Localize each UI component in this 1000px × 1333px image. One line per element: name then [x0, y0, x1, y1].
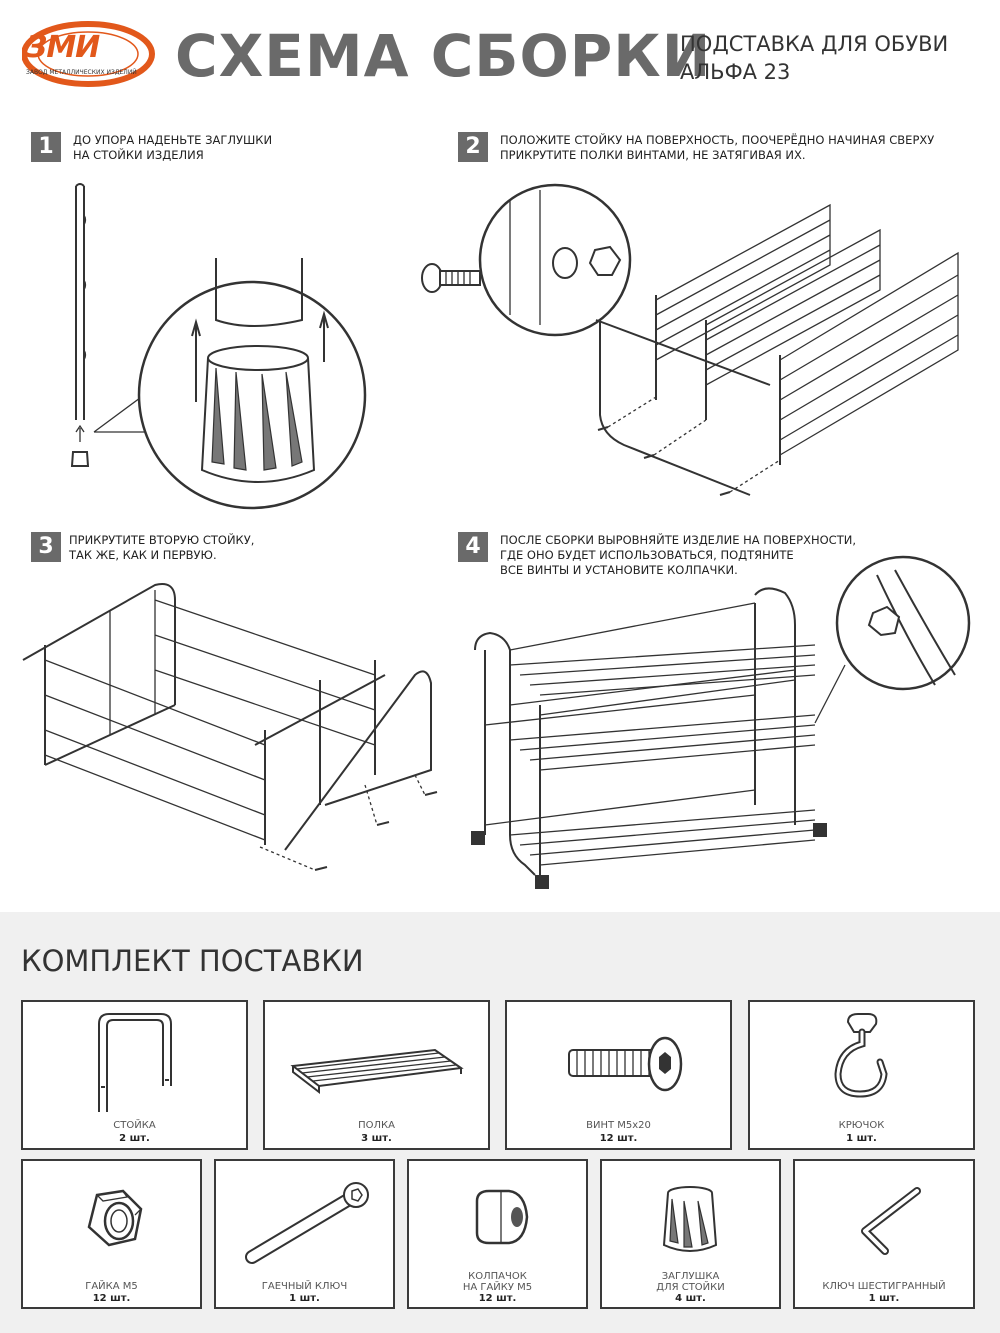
hex-key-icon	[861, 1187, 921, 1255]
kit-item-cap: КОЛПАЧОК НА ГАЙКУ М5 12 шт.	[407, 1159, 588, 1309]
step-4-number: 4	[458, 532, 488, 562]
kit-item-name: КОЛПАЧОК	[468, 1271, 527, 1282]
step-2-illustration	[421, 183, 959, 496]
kit-item-name: СТОЙКА	[113, 1120, 156, 1131]
step-2-text-line1: ПОЛОЖИТЕ СТОЙКУ НА ПОВЕРХНОСТЬ, ПООЧЕРЁД…	[500, 133, 935, 147]
product-type: ПОДСТАВКА ДЛЯ ОБУВИ	[680, 32, 949, 56]
kit-item-qty: 4 шт.	[675, 1293, 706, 1304]
kit-item-name-2: НА ГАЙКУ М5	[462, 1282, 533, 1293]
kit-item-nut: ГАЙКА М5 12 шт.	[21, 1159, 202, 1309]
plug-icon	[662, 1186, 718, 1252]
step-3-text-line1: ПРИКРУТИТЕ ВТОРУЮ СТОЙКУ,	[69, 533, 255, 547]
cap-icon	[475, 1189, 529, 1245]
step-4-text-line3: ВСЕ ВИНТЫ И УСТАНОВИТЕ КОЛПАЧКИ.	[500, 563, 738, 577]
kit-item-qty: 3 шт.	[361, 1133, 392, 1144]
kit-item-name: ВИНТ М5х20	[586, 1120, 651, 1131]
kit-item-plug: ЗАГЛУШКА ДЛЯ СТОЙКИ 4 шт.	[600, 1159, 781, 1309]
kit-item-name: ПОЛКА	[358, 1120, 395, 1131]
logo-icon	[22, 21, 155, 87]
kit-item-qty: 12 шт.	[92, 1293, 131, 1304]
step-2-text-line2: ПРИКРУТИТЕ ПОЛКИ ВИНТАМИ, НЕ ЗАТЯГИВАЯ И…	[500, 148, 806, 162]
step-1-text-line2: НА СТОЙКИ ИЗДЕЛИЯ	[73, 148, 204, 162]
step-3-number: 3	[31, 532, 61, 562]
kit-item-qty: 12 шт.	[599, 1133, 638, 1144]
kit-title: КОМПЛЕКТ ПОСТАВКИ	[21, 944, 364, 978]
page-title: СХЕМА СБОРКИ	[175, 22, 712, 90]
kit-item-name: ГАЕЧНЫЙ КЛЮЧ	[261, 1281, 348, 1292]
step-3-illustration	[22, 583, 438, 871]
kit-item-hex-key: КЛЮЧ ШЕСТИГРАННЫЙ 1 шт.	[793, 1159, 975, 1309]
kit-item-name: КРЮЧОК	[838, 1120, 885, 1131]
wrench-icon	[245, 1182, 369, 1264]
logo-text: ЗМИ	[26, 30, 100, 65]
logo-subtext: ЗАВОД МЕТАЛЛИЧЕСКИХ ИЗДЕЛИЙ	[26, 69, 137, 76]
kit-item-qty: 1 шт.	[846, 1133, 877, 1144]
step-1-illustration	[70, 183, 367, 510]
step-1-text-line1: ДО УПОРА НАДЕНЬТЕ ЗАГЛУШКИ	[73, 133, 273, 147]
step-4-text-line2: ГДЕ ОНО БУДЕТ ИСПОЛЬЗОВАТЬСЯ, ПОДТЯНИТЕ	[500, 548, 794, 562]
step-2-number: 2	[458, 132, 488, 162]
step-4-illustration	[471, 555, 971, 889]
kit-item-qty: 1 шт.	[289, 1293, 320, 1304]
kit-item-name-2: ДЛЯ СТОЙКИ	[656, 1282, 725, 1293]
kit-item-shelf: ПОЛКА 3 шт.	[263, 1000, 490, 1150]
hook-icon	[834, 1013, 888, 1098]
screw-icon	[568, 1036, 683, 1092]
kit-item-rack: СТОЙКА 2 шт.	[21, 1000, 248, 1150]
kit-item-name: КЛЮЧ ШЕСТИГРАННЫЙ	[822, 1281, 946, 1292]
kit-item-qty: 12 шт.	[478, 1293, 517, 1304]
kit-item-qty: 2 шт.	[119, 1133, 150, 1144]
kit-item-name: ЗАГЛУШКА	[661, 1271, 720, 1282]
step-4-text-line1: ПОСЛЕ СБОРКИ ВЫРОВНЯЙТЕ ИЗДЕЛИЕ НА ПОВЕР…	[500, 533, 856, 547]
shelf-icon	[290, 1048, 464, 1095]
step-3-text-line2: ТАК ЖЕ, КАК И ПЕРВУЮ.	[69, 548, 217, 562]
kit-item-hook: КРЮЧОК 1 шт.	[748, 1000, 975, 1150]
rack-frame-icon	[98, 1013, 172, 1112]
kit-item-wrench: ГАЕЧНЫЙ КЛЮЧ 1 шт.	[214, 1159, 395, 1309]
product-model: АЛЬФА 23	[680, 60, 791, 84]
kit-item-screw: ВИНТ М5х20 12 шт.	[505, 1000, 732, 1150]
kit-item-qty: 1 шт.	[868, 1293, 900, 1304]
nut-icon	[87, 1189, 143, 1247]
step-1-number: 1	[31, 132, 61, 162]
kit-item-name: ГАЙКА М5	[85, 1281, 138, 1292]
